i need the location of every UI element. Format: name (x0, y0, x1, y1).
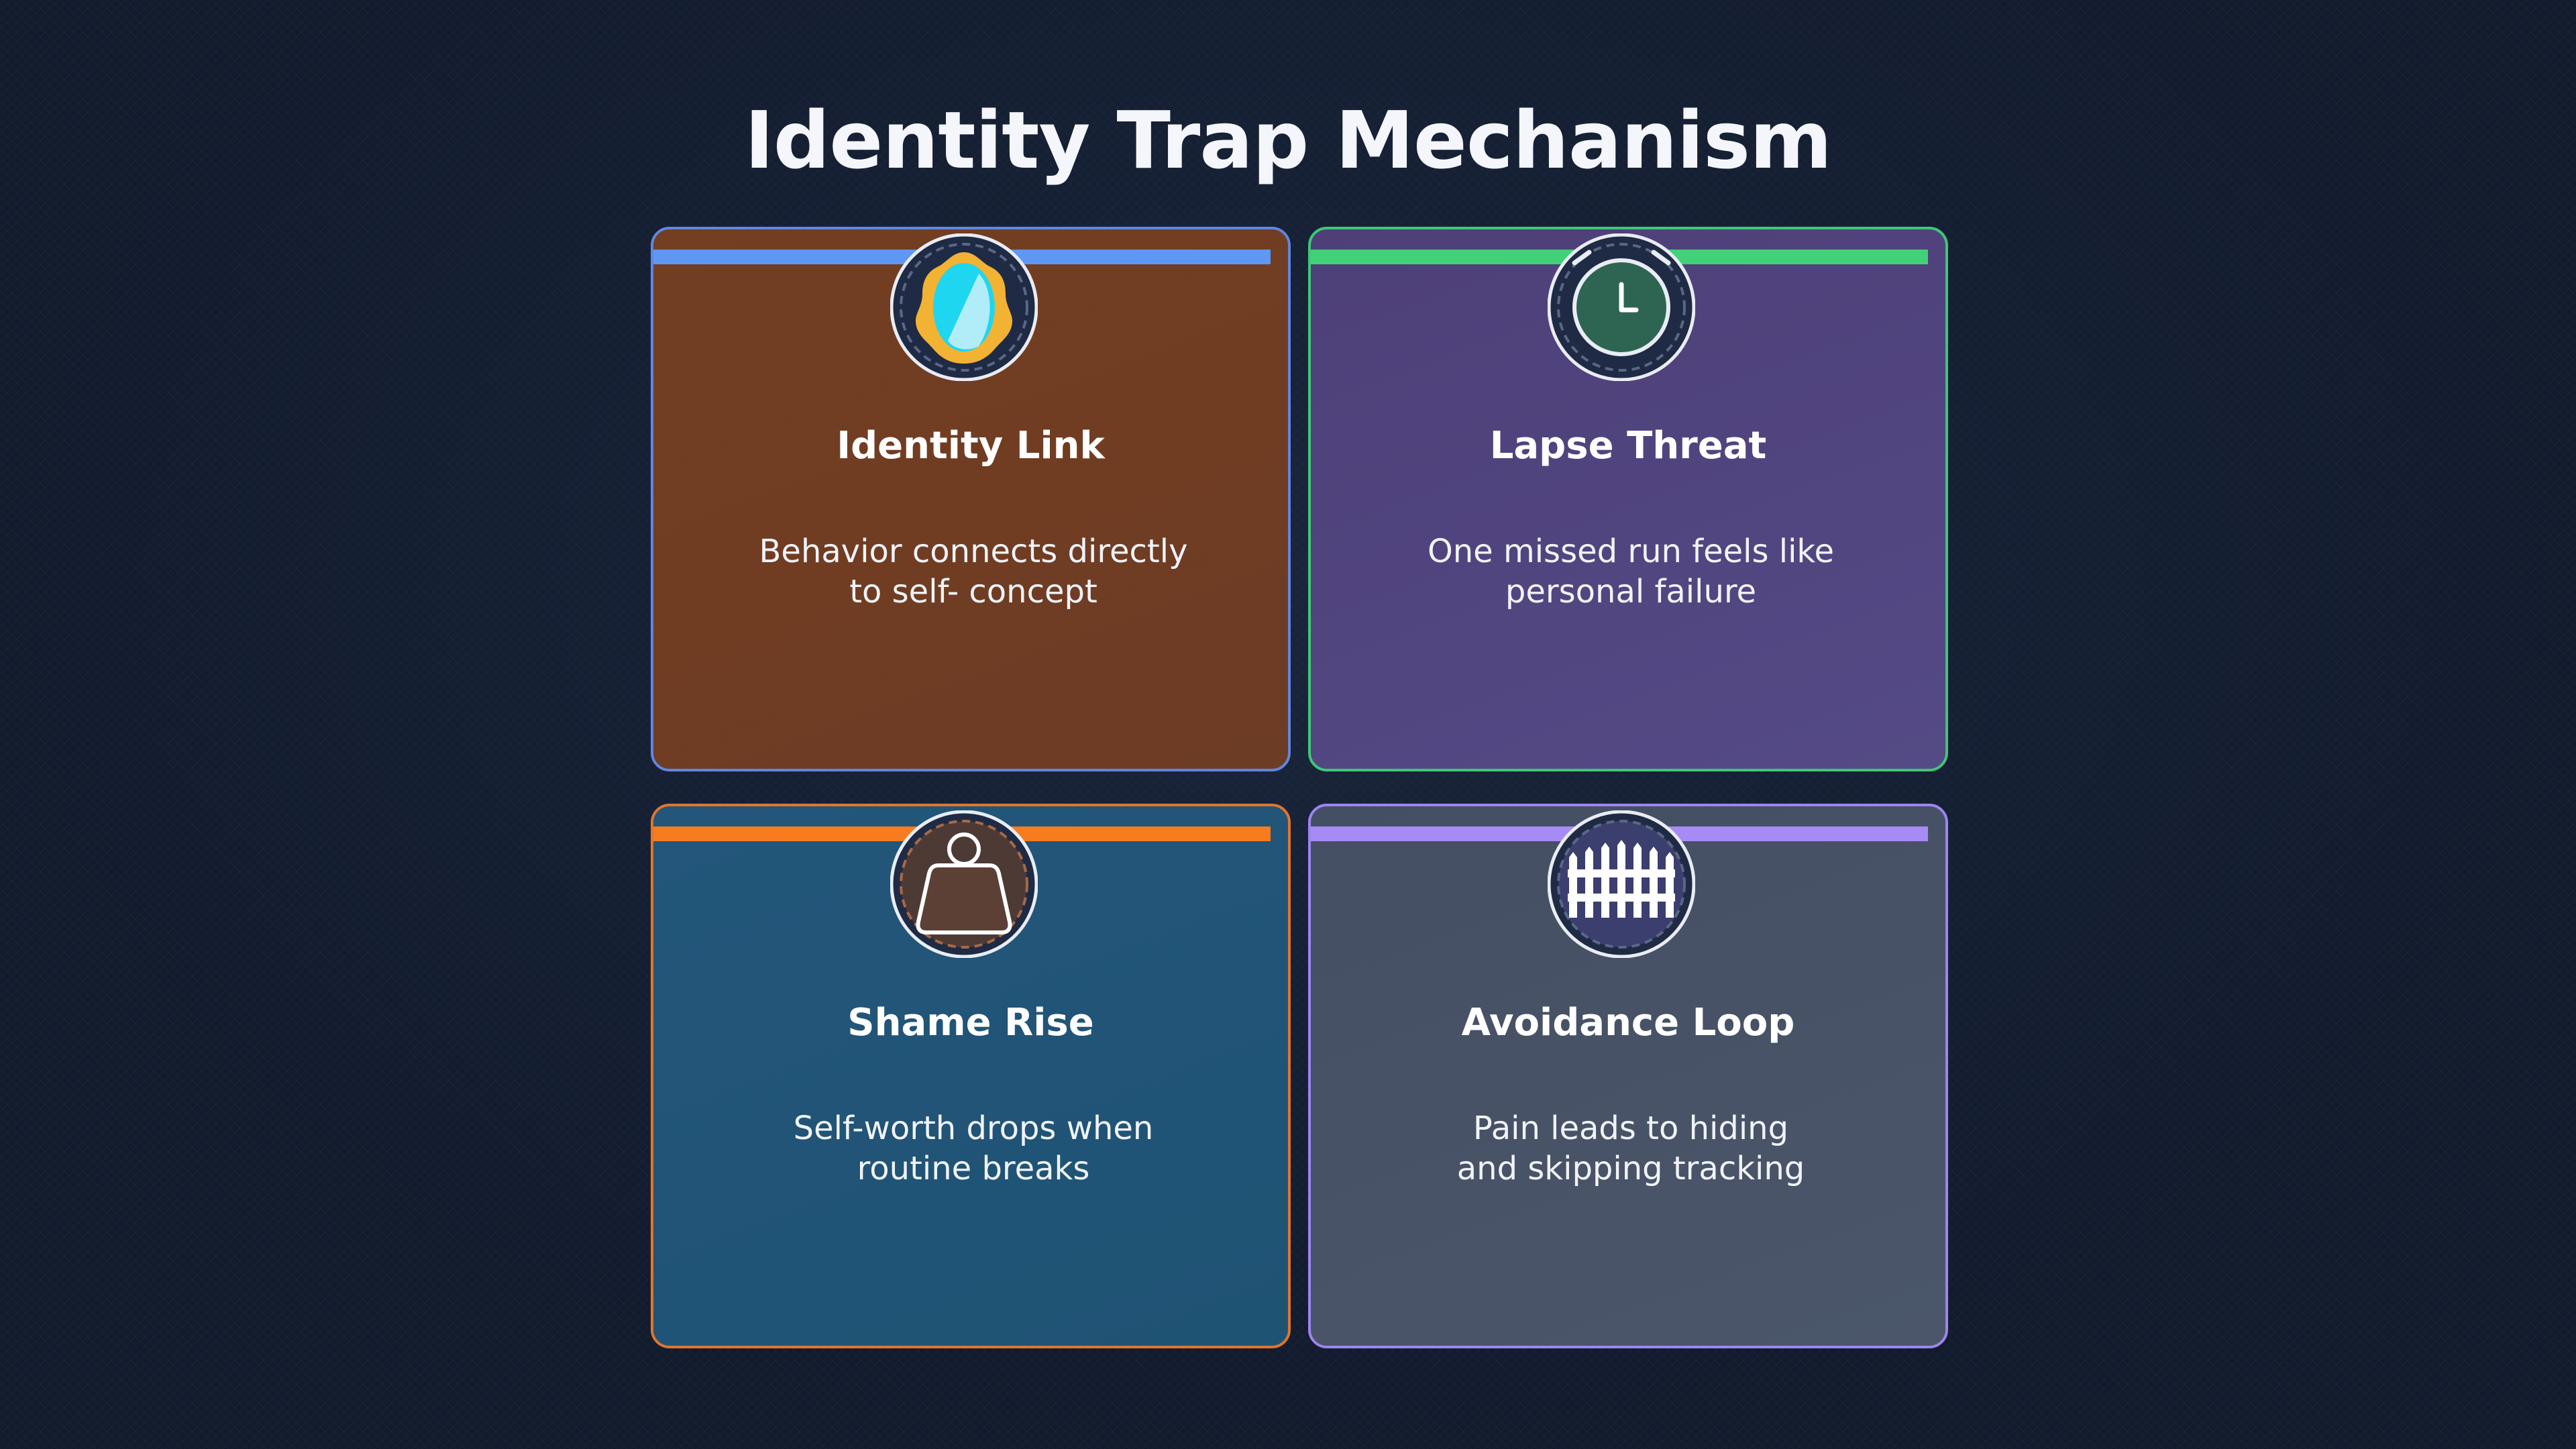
clock-icon (1548, 233, 1695, 381)
card-description: One missed run feels like personal failu… (1351, 531, 1911, 612)
card-description: Behavior connects directly to self- conc… (694, 531, 1253, 612)
card-title: Avoidance Loop (1461, 1001, 1795, 1044)
card-description: Self-worth drops when routine breaks (694, 1108, 1253, 1189)
card-title: Lapse Threat (1489, 424, 1767, 468)
card-title: Shame Rise (847, 1001, 1094, 1044)
card-title: Identity Link (837, 424, 1105, 468)
card-identity-link: Identity Link Behavior connects directly… (651, 227, 1291, 771)
page-title: Identity Trap Mechanism (744, 94, 1832, 186)
card-description-line: Self-worth drops when (793, 1110, 1154, 1147)
weight-icon (890, 810, 1038, 958)
card-description-line: One missed run feels like (1427, 533, 1835, 570)
card-shame-rise: Shame Rise Self-worth drops when routine… (651, 804, 1291, 1348)
card-description-line: personal failure (1505, 573, 1757, 610)
card-avoidance-loop: Avoidance Loop Pain leads to hiding and … (1308, 804, 1948, 1348)
card-description-line: Pain leads to hiding (1472, 1110, 1789, 1147)
fence-icon (1548, 810, 1695, 958)
card-description-line: routine breaks (857, 1150, 1090, 1187)
mirror-icon (890, 233, 1038, 381)
card-description-line: and skipping tracking (1456, 1150, 1805, 1187)
card-lapse-threat: Lapse Threat One missed run feels like p… (1308, 227, 1948, 771)
card-description-line: to self- concept (849, 573, 1097, 610)
card-description-line: Behavior connects directly (759, 533, 1188, 570)
card-description: Pain leads to hiding and skipping tracki… (1351, 1108, 1911, 1189)
